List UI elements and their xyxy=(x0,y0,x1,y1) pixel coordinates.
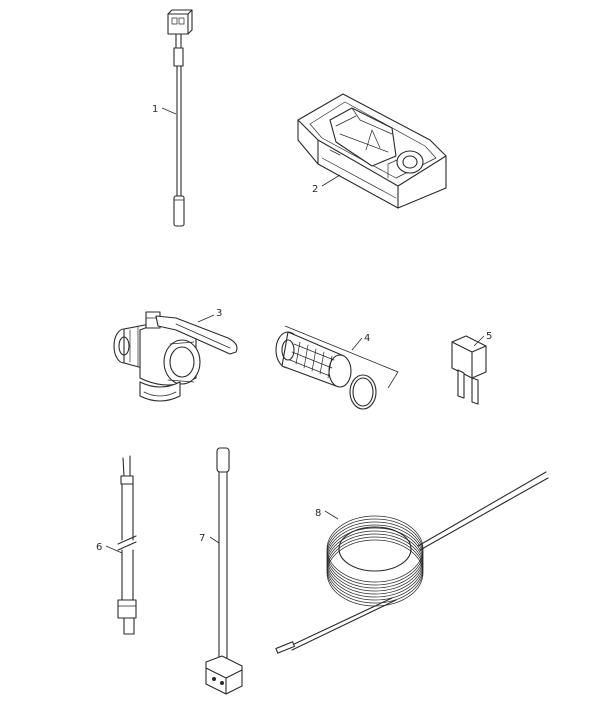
part-4-strainer xyxy=(275,325,399,410)
callout-number-6: 6 xyxy=(96,542,102,553)
part-2-housing xyxy=(297,93,447,209)
callout-6: 6 xyxy=(96,542,123,554)
callout-number-2: 2 xyxy=(312,184,318,195)
callout-number-7: 7 xyxy=(199,533,205,544)
callout-number-8: 8 xyxy=(315,508,321,519)
part-5-jumper xyxy=(451,335,487,405)
part-7-probe xyxy=(205,447,243,695)
callout-number-5: 5 xyxy=(486,331,492,342)
callout-5: 5 xyxy=(473,331,492,347)
callout-number-4: 4 xyxy=(364,333,370,344)
callout-8: 8 xyxy=(315,508,339,520)
callout-number-3: 3 xyxy=(216,308,222,319)
part-6-sensor-cable xyxy=(117,455,137,635)
callout-number-1: 1 xyxy=(152,104,158,115)
callout-3: 3 xyxy=(197,308,222,323)
part-8-coiled-cable xyxy=(275,471,549,654)
callout-1: 1 xyxy=(152,104,177,115)
callout-2: 2 xyxy=(312,174,341,195)
part-1-temperature-sensor xyxy=(167,9,193,227)
callout-7: 7 xyxy=(199,533,220,544)
callout-4: 4 xyxy=(351,333,370,351)
part-3-ball-valve xyxy=(113,311,238,402)
